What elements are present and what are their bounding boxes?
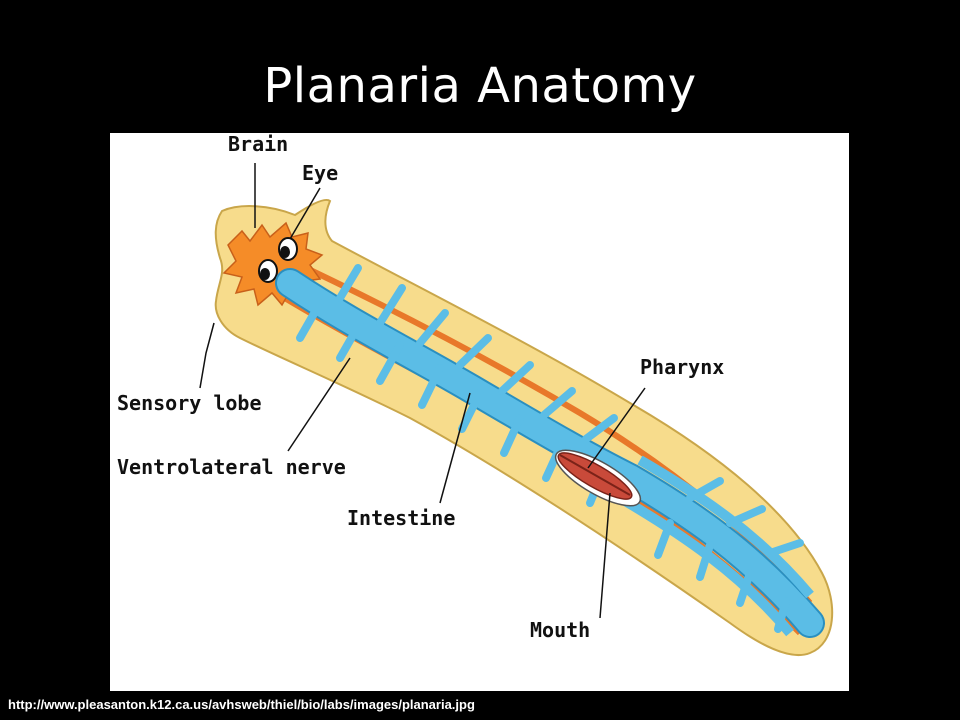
intestine <box>275 264 825 638</box>
ventrolateral-nerve-leader <box>287 357 351 452</box>
label-ventrolateral-nerve: Ventrolateral nerve <box>117 455 346 479</box>
pharynx <box>554 449 642 507</box>
eye-leader <box>289 187 321 240</box>
label-brain: Brain <box>228 133 288 156</box>
eye-icon <box>258 237 298 283</box>
planaria-svg: Brain Eye Sensory lobe Ventrolateral ner… <box>117 133 834 657</box>
intestine-leader <box>439 392 471 504</box>
label-eye: Eye <box>302 161 338 185</box>
source-url: http://www.pleasanton.k12.ca.us/avhsweb/… <box>8 697 475 712</box>
label-intestine: Intestine <box>347 506 455 530</box>
pharynx-leader <box>587 387 646 469</box>
label-sensory-lobe: Sensory lobe <box>117 391 262 415</box>
label-pharynx: Pharynx <box>640 355 724 379</box>
mouth-leader <box>599 492 611 619</box>
slide-title: Planaria Anatomy <box>263 58 697 114</box>
label-mouth: Mouth <box>530 618 590 642</box>
sensory-lobe-leader <box>199 322 215 389</box>
planaria-diagram: Brain Eye Sensory lobe Ventrolateral ner… <box>110 133 849 691</box>
